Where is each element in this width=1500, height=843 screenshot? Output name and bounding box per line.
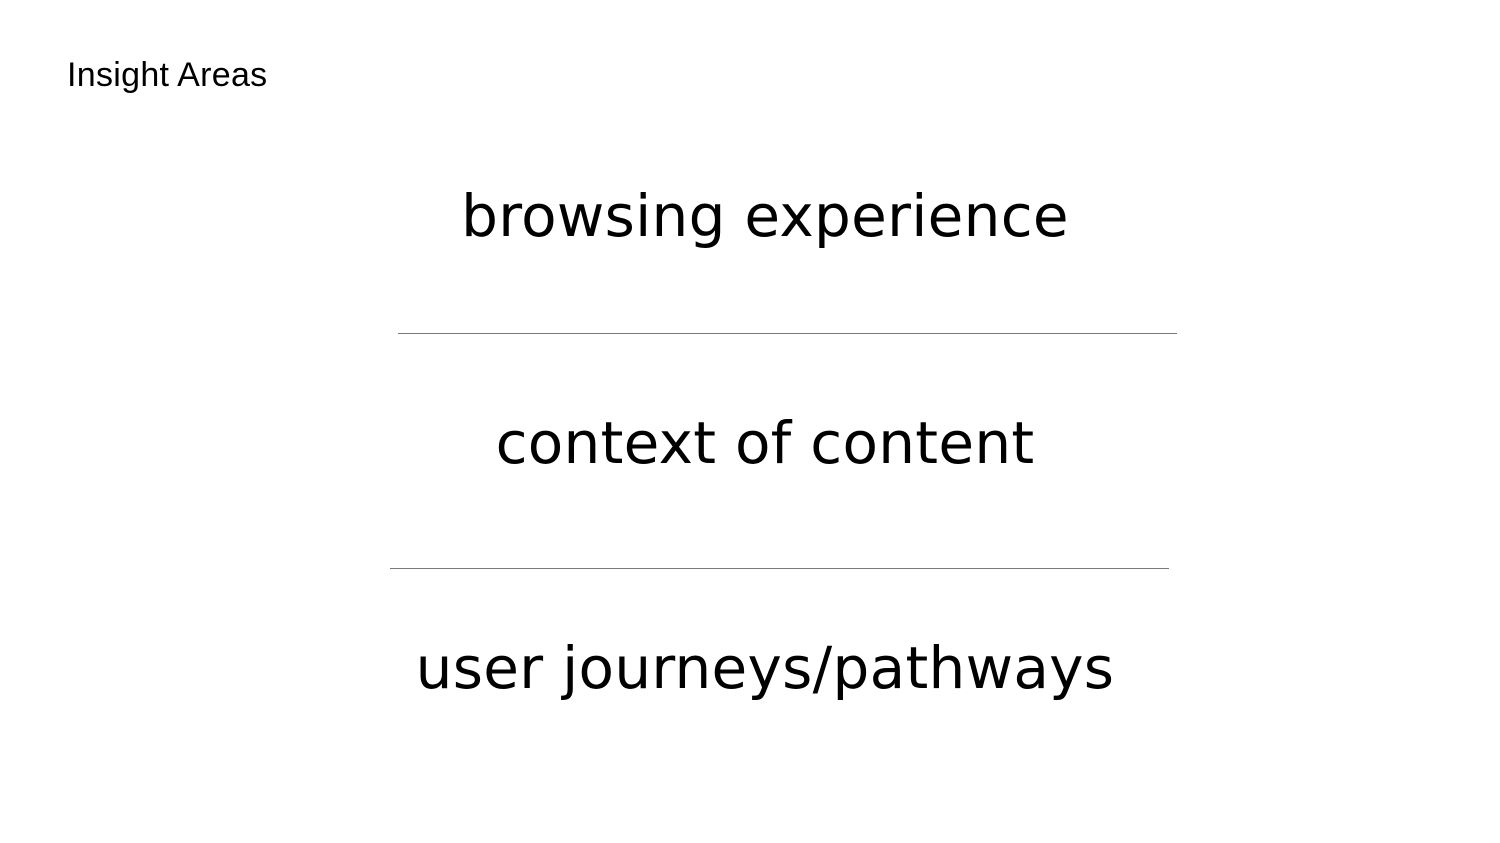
slide-title: Insight Areas bbox=[67, 56, 268, 94]
insight-area-browsing-experience: browsing experience bbox=[461, 182, 1069, 250]
insight-area-user-journeys: user journeys/pathways bbox=[415, 634, 1115, 702]
divider-line bbox=[390, 568, 1169, 569]
divider-line bbox=[398, 333, 1177, 334]
insight-area-context-of-content: context of content bbox=[495, 409, 1035, 477]
